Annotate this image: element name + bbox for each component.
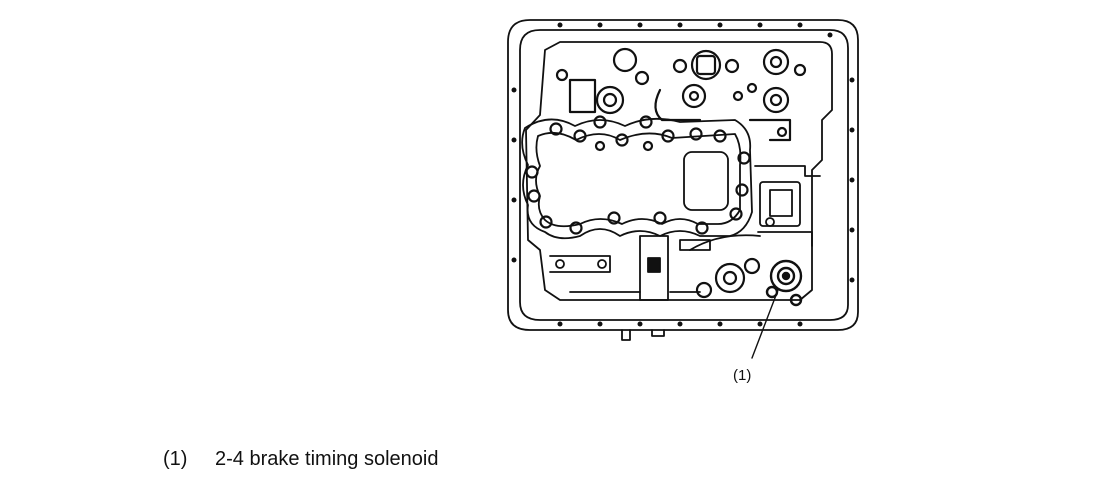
plate-bolts <box>525 115 751 235</box>
flange-bolt-holes <box>511 22 855 327</box>
legend-item-number: (1) <box>163 448 188 470</box>
plate-window <box>683 151 729 211</box>
oil-pan-flange <box>507 19 859 331</box>
upper-solenoids <box>555 47 807 142</box>
legend: (1) 2-4 brake timing solenoid <box>163 448 438 471</box>
valve-body-outline <box>525 41 833 301</box>
separator-plate <box>521 117 753 240</box>
legend-item-text: 2-4 brake timing solenoid <box>215 448 439 470</box>
lower-solenoids <box>695 257 761 299</box>
drain-tab <box>621 329 631 341</box>
2-4-brake-timing-solenoid <box>765 259 803 307</box>
callout-label: (1) <box>733 367 751 384</box>
right-valve-section <box>754 165 821 247</box>
callout-leader-line <box>751 289 779 359</box>
lower-valve-section <box>549 234 761 301</box>
